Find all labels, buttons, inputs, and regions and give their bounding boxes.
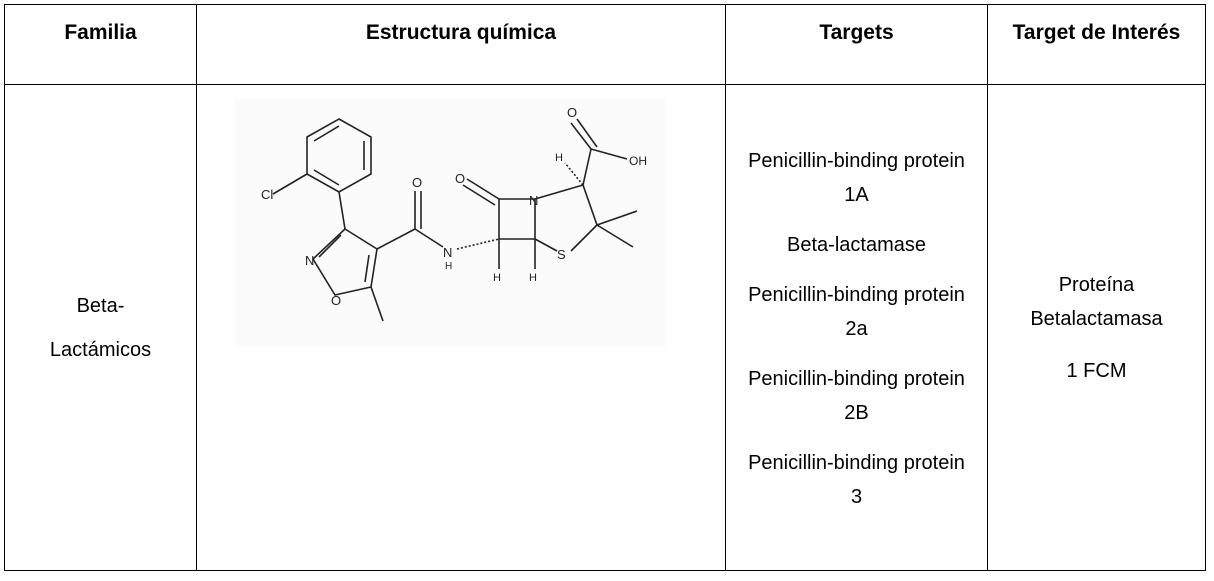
familia-cell: Beta- Lactámicos [4, 84, 197, 571]
atom-s: S [557, 247, 566, 262]
structure-cell: Cl N O O N H O N S H H H O OH [196, 84, 726, 571]
atom-nh: N [443, 245, 452, 260]
atom-n-isoxazole: N [305, 253, 314, 268]
target-item: Penicillin-binding protein 2a [748, 283, 965, 340]
data-table: Familia Estructura química Targets Targe… [4, 4, 1206, 571]
atom-n-ring: N [529, 193, 538, 208]
target-item: Penicillin-binding protein 1A [748, 149, 965, 206]
familia-line1: Beta- [76, 294, 125, 317]
targets-cell: Penicillin-binding protein 1A Beta-lacta… [725, 84, 988, 571]
header-target-interes: Target de Interés [987, 4, 1206, 85]
atom-o-isoxazole: O [331, 293, 341, 308]
atom-o-amide: O [412, 175, 422, 190]
atom-h-nh: H [445, 261, 452, 272]
header-estructura: Estructura química [196, 4, 726, 85]
isoxazole-ring [311, 227, 378, 296]
header-row: Familia Estructura química Targets Targe… [4, 4, 1206, 85]
header-targets: Targets [725, 4, 988, 85]
target-item: Penicillin-binding protein 3 [748, 451, 965, 508]
interes-line3: 1 FCM [1066, 359, 1127, 382]
atom-o-lactam: O [455, 171, 465, 186]
familia-line2: Lactámicos [49, 338, 152, 361]
atom-h2: H [529, 272, 537, 284]
target-item: Penicillin-binding protein 2B [748, 367, 965, 424]
chemical-structure: Cl N O O N H O N S H H H O OH [235, 99, 666, 347]
atom-o-acid: O [567, 105, 577, 120]
atom-cl: Cl [261, 187, 273, 202]
header-familia: Familia [4, 4, 197, 85]
interes-line1: Proteína [1058, 273, 1135, 296]
table-row: Beta- Lactámicos [4, 84, 1206, 571]
benzene-ring [306, 118, 372, 193]
atom-oh: OH [629, 154, 647, 168]
interes-line2: Betalactamasa [1030, 307, 1163, 330]
target-interes-cell: Proteína Betalactamasa 1 FCM [987, 84, 1206, 571]
atom-h-top: H [555, 152, 563, 164]
chemical-structure-drawing: Cl N O O N H O N S H H H O OH [261, 105, 647, 322]
atom-h1: H [493, 272, 501, 284]
target-item: Beta-lactamase [787, 233, 926, 256]
